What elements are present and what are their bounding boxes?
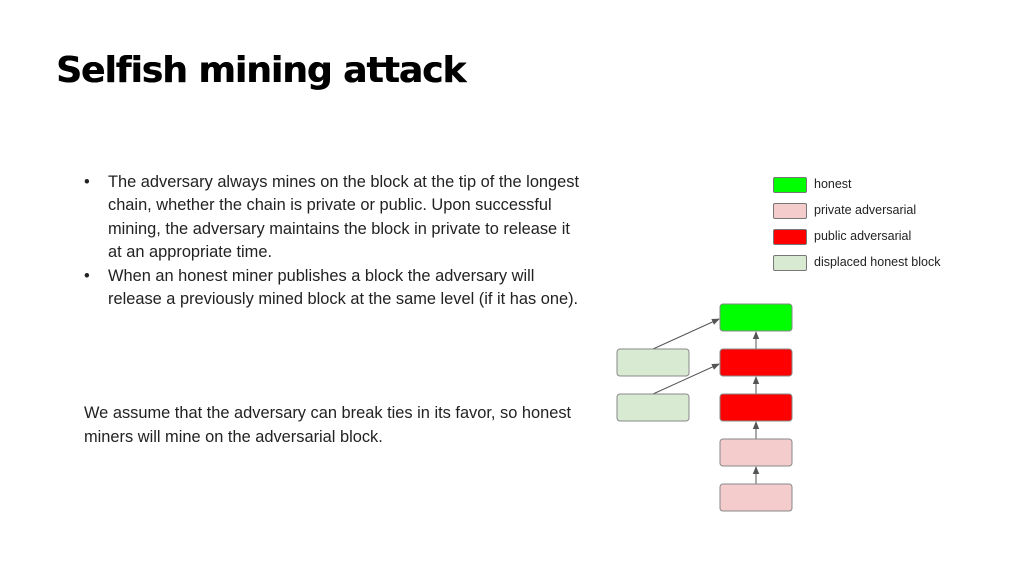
- block-public-adversarial: [719, 393, 793, 422]
- block-private-adversarial: [719, 438, 793, 467]
- bullet-list: • The adversary always mines on the bloc…: [84, 171, 584, 311]
- legend-swatch-honest: [773, 177, 807, 193]
- block-public-adversarial: [719, 348, 793, 377]
- bullet-item: • The adversary always mines on the bloc…: [84, 171, 584, 265]
- legend-label: private adversarial: [814, 203, 917, 217]
- slide-title: Selfish mining attack: [56, 50, 466, 91]
- fork-arrow: [652, 318, 720, 350]
- legend-swatch-private-adversarial: [773, 203, 807, 219]
- bullet-marker: •: [84, 173, 90, 191]
- block-displaced-honest: [616, 393, 690, 422]
- fork-arrow: [652, 363, 720, 395]
- assumption-note: We assume that the adversary can break t…: [84, 404, 572, 446]
- bullet-item: • When an honest miner publishes a block…: [84, 265, 584, 312]
- bullet-text: The adversary always mines on the block …: [108, 173, 580, 262]
- block-private-adversarial: [719, 483, 793, 512]
- block-displaced-honest: [616, 348, 690, 377]
- legend-label: public adversarial: [814, 229, 912, 243]
- legend-label: honest: [814, 177, 852, 191]
- bullet-text: When an honest miner publishes a block t…: [108, 266, 579, 309]
- block-honest: [719, 303, 793, 332]
- legend-swatch-displaced-honest: [773, 255, 807, 271]
- legend-swatch-public-adversarial: [773, 229, 807, 245]
- bullet-marker: •: [84, 266, 90, 285]
- legend-label: displaced honest block: [814, 255, 941, 269]
